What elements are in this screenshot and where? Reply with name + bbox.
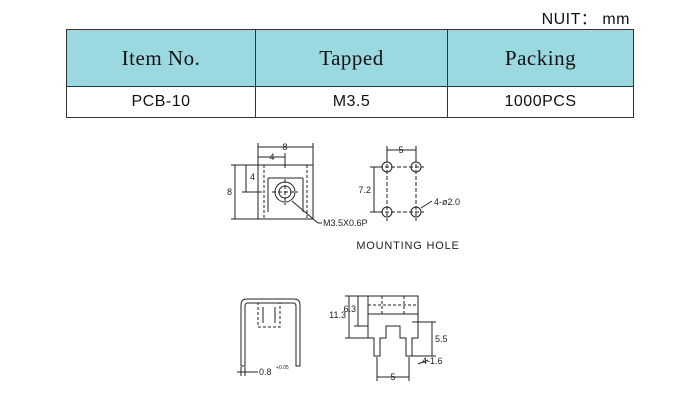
top-view bbox=[231, 143, 322, 224]
unit-label: NUIT： mm bbox=[541, 11, 630, 28]
front-view-pins bbox=[367, 314, 419, 357]
cell-packing: 1000PCS bbox=[447, 86, 634, 118]
dim-hole-spacing-y: 7.2 bbox=[358, 185, 371, 195]
header-packing: Packing bbox=[447, 29, 634, 87]
dim-top-half: 4 bbox=[269, 152, 274, 162]
thread-callout: M3.5X0.6P bbox=[323, 218, 368, 228]
dim-upper-height: 6.3 bbox=[343, 304, 356, 314]
dim-pin-length: 5.5 bbox=[435, 334, 448, 344]
front-view bbox=[345, 295, 436, 381]
thickness-callout: 0.8 bbox=[259, 367, 272, 377]
thickness-tolerance: +0.05 bbox=[276, 365, 289, 371]
hole-callout: 4-ø2.0 bbox=[434, 197, 460, 207]
hole-pattern bbox=[370, 146, 433, 221]
dim-top-width: 8 bbox=[282, 142, 287, 152]
side-view-profile bbox=[240, 298, 301, 367]
table-header-row: Item No. Tapped Packing bbox=[66, 29, 634, 87]
dim-top-half-v: 4 bbox=[250, 172, 255, 182]
dim-total-height: 11.3 bbox=[329, 310, 346, 320]
mounting-hole-caption: MOUNTING HOLE bbox=[356, 240, 459, 252]
dim-pin-spacing: 5 bbox=[390, 372, 395, 382]
table-row: PCB-10 M3.5 1000PCS bbox=[66, 86, 634, 118]
dim-hole-spacing-x: 5 bbox=[398, 145, 403, 155]
dim-top-height: 8 bbox=[227, 187, 232, 197]
cell-tapped: M3.5 bbox=[255, 86, 448, 118]
header-tapped: Tapped bbox=[255, 29, 448, 87]
spec-table: Item No. Tapped Packing PCB-10 M3.5 1000… bbox=[66, 29, 634, 118]
side-view bbox=[237, 298, 301, 376]
cell-item-no: PCB-10 bbox=[66, 86, 256, 118]
pin-callout: 4-1.6 bbox=[422, 356, 443, 366]
